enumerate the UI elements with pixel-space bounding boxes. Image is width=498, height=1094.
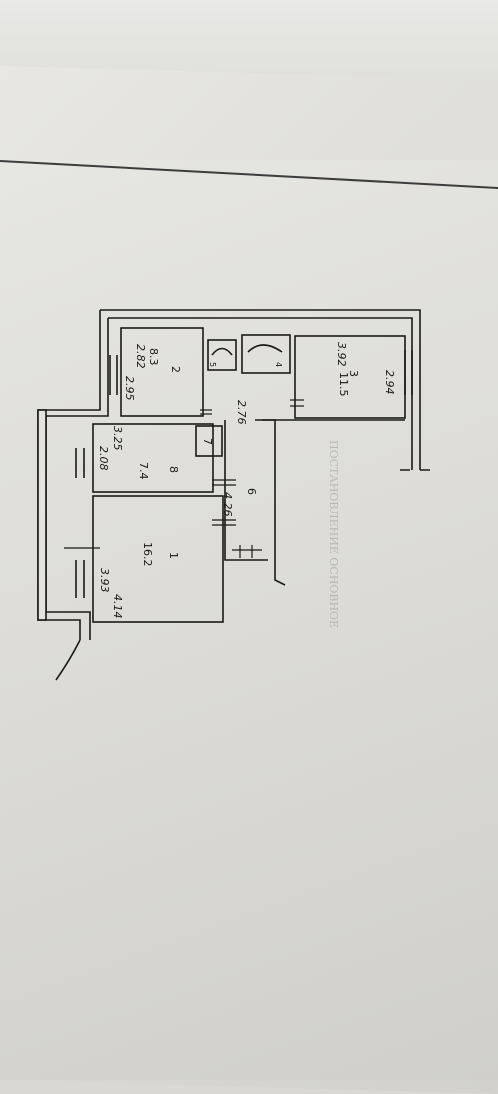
room-6-dim-a: 2.76 (235, 400, 248, 425)
room-8-area: 7.4 (137, 462, 150, 480)
faint-stamp-text: ПОСТАНОВЛЕНИЕ ОСНОВНОЕ (327, 440, 340, 628)
room-2-dim-b: 2.95 (123, 376, 136, 401)
room-6-labels: 2.76 6 4.26 (221, 400, 258, 517)
window-marks (75, 350, 413, 598)
paper-sheet-lower (0, 160, 498, 1080)
room-6-dim-b: 4.26 (221, 492, 234, 517)
corridor-6-outline (224, 420, 268, 561)
room-2-labels: 2.82 8.3 2 2.95 (123, 344, 182, 401)
wc-number: 4 (274, 362, 283, 367)
room-8-dim-b: 2.08 (97, 446, 110, 471)
room-1-labels: 1 16.2 3.93 4.14 (98, 542, 180, 619)
bath-number: 5 (208, 362, 217, 367)
room-1-outline (92, 495, 224, 623)
room-7-number: 7 (201, 438, 214, 445)
room-8-outline (92, 423, 214, 493)
room-3-labels: 3.92 3 11.5 2.94 (335, 342, 396, 397)
room-2-dim-a: 2.82 (134, 344, 147, 369)
door-ticks (64, 399, 304, 558)
room-2-number: 2 (169, 366, 182, 373)
room-6-number: 6 (245, 488, 258, 495)
room-7-outline (195, 425, 223, 457)
room-3-dim-a: 3.92 (335, 342, 348, 367)
room-3-area: 11.5 (337, 372, 350, 397)
room-8-number: 8 (167, 466, 180, 473)
room-2-area: 8.3 (147, 348, 160, 366)
outer-walls (37, 309, 421, 640)
room-8-labels: 3.25 8 7.4 2.08 (97, 426, 180, 480)
room-1-number: 1 (167, 552, 180, 559)
room-2-outline (120, 327, 204, 417)
small-labels: 4 5 (208, 362, 283, 367)
room-1-dim-b: 4.14 (111, 594, 124, 619)
room-1-dim-a: 3.93 (98, 568, 111, 593)
bathroom-outline (207, 339, 237, 371)
room-7-labels: 7 (201, 438, 214, 445)
room-3-number: 3 (347, 370, 360, 377)
room-1-area: 16.2 (141, 542, 154, 567)
room-8-dim-a: 3.25 (111, 426, 124, 451)
room-3-dim-b: 2.94 (383, 370, 396, 395)
wc-outline (241, 334, 291, 374)
